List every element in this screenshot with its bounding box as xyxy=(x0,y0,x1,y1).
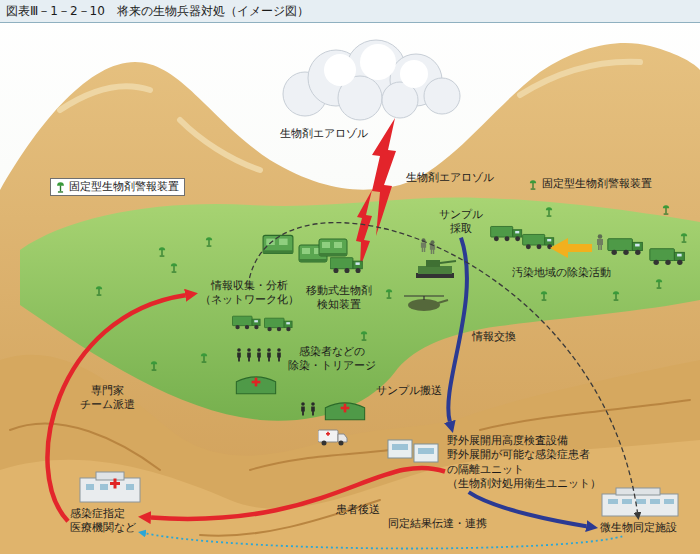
illustration-label: 汚染地域の除染活動 xyxy=(512,266,611,280)
text-segment: 生物剤エアロゾル xyxy=(406,171,494,184)
text-segment: 患者後送 xyxy=(336,503,380,516)
edge-label: 情報交換 xyxy=(472,330,516,344)
legend-box: 固定型生物剤警報装置 xyxy=(50,178,185,196)
text-segment: 固定型生物剤警報装置 xyxy=(542,177,652,190)
illustration-label: 固定型生物剤警報装置 xyxy=(542,177,652,191)
edge-label: 患者後送 xyxy=(336,503,380,517)
text-segment: （生物剤対処用衛生ユニット） xyxy=(447,477,601,490)
lightning-bolt xyxy=(356,190,372,268)
illustration-label: 感染者などの 除染・トリアージ xyxy=(288,345,376,374)
text-segment: サンプル xyxy=(439,208,483,221)
hospital-building xyxy=(80,472,140,502)
ambulance xyxy=(318,430,347,446)
text-segment: 微生物同定施設 xyxy=(600,521,677,534)
text-segment: 図表Ⅲ－1－2－10 将来の生物兵器対処（イメージ図） xyxy=(6,4,309,18)
text-segment: 汚染地域の除染活動 xyxy=(512,266,611,279)
label-text: 固定型生物剤警報装置 xyxy=(542,177,652,191)
place-label-box: 野外展開用高度検査設備野外展開が可能な感染症患者 の隔離ユニット （生物剤対処用… xyxy=(445,433,603,492)
edge-label-text: 同定結果伝達・連携 xyxy=(388,517,487,531)
place-label-box: 微生物同定施設 xyxy=(598,520,679,536)
cloud xyxy=(283,40,460,120)
text-segment: 情報収集・分析 xyxy=(211,279,288,292)
label-text: 生物剤エアロゾル xyxy=(280,127,368,141)
isolation-units xyxy=(388,440,438,462)
node-text: 感染症指定 医療機関など xyxy=(70,507,136,536)
text-segment: 野外展開が可能な感染症患者 xyxy=(447,448,590,461)
helicopter xyxy=(404,296,448,311)
edge-label-text: サンプル搬送 xyxy=(376,384,442,398)
legend-text: 固定型生物剤警報装置 xyxy=(69,180,179,194)
place-label-box: 感染症指定 医療機関など xyxy=(68,506,138,537)
text-segment: （ネットワーク化） xyxy=(200,293,299,306)
text-segment: 固定型生物剤警報装置 xyxy=(69,180,179,193)
ridge-dark xyxy=(10,400,690,536)
edge-label-text: 情報交換 xyxy=(472,330,516,344)
text-segment: サンプル搬送 xyxy=(376,384,442,397)
foreground-hills xyxy=(0,355,700,554)
connector xyxy=(151,468,445,519)
decontamination-vehicles xyxy=(597,234,684,265)
text-segment: 除染・トリアージ xyxy=(288,359,376,372)
node-text: 移動式生物剤 検知装置 xyxy=(306,284,372,313)
microbe-facility-building xyxy=(602,488,678,516)
yellow-arrow xyxy=(550,238,592,258)
mountains xyxy=(0,43,700,554)
text-segment: 生物剤エアロゾル xyxy=(280,127,368,140)
text-segment: の隔離ユニット xyxy=(447,463,524,476)
figure-title: 図表Ⅲ－1－2－10 将来の生物兵器対処（イメージ図） xyxy=(6,4,309,20)
node-text: 微生物同定施設 xyxy=(600,521,677,535)
title-bar xyxy=(0,0,700,22)
detection-vehicles xyxy=(263,235,362,273)
edge-label: 専門家 チーム派遣 xyxy=(80,384,135,413)
edge-label-text: 患者後送 xyxy=(336,503,380,517)
connector xyxy=(47,295,185,521)
label-text: 感染者などの 除染・トリアージ xyxy=(288,345,376,374)
text-segment: 検知装置 xyxy=(317,298,361,311)
node-text: 情報収集・分析 （ネットワーク化） xyxy=(200,279,299,308)
sampling-vehicles xyxy=(491,226,554,249)
cloud-highlight xyxy=(324,44,428,88)
connector xyxy=(146,534,622,549)
connector xyxy=(448,238,467,422)
place-label-box: サンプル 採取 xyxy=(437,207,485,238)
fixed-sensors xyxy=(96,180,687,371)
sensor-symbol xyxy=(57,182,64,192)
place-label-box: 情報収集・分析 （ネットワーク化） xyxy=(198,278,301,309)
text-segment: 採取 xyxy=(450,222,472,235)
figure-title-box: 図表Ⅲ－1－2－10 将来の生物兵器対処（イメージ図） xyxy=(6,4,309,20)
lightning-bolt xyxy=(372,118,396,236)
text-segment: 同定結果伝達・連携 xyxy=(388,517,487,530)
tents xyxy=(236,377,364,420)
node-text: 野外展開が可能な感染症患者 の隔離ユニット （生物剤対処用衛生ユニット） xyxy=(447,448,601,491)
illustration-label: 生物剤エアロゾル xyxy=(406,171,494,185)
title-rule xyxy=(0,22,700,23)
illustration-label: 生物剤エアロゾル xyxy=(280,127,368,141)
legend-sensor-icon xyxy=(56,181,65,193)
text-segment: 感染者などの xyxy=(299,345,365,358)
text-segment: 感染症指定 xyxy=(70,507,125,520)
text-segment: 情報交換 xyxy=(472,330,516,343)
edge-label: サンプル搬送 xyxy=(376,384,442,398)
text-segment: 専門家 xyxy=(91,384,124,397)
node-text: サンプル 採取 xyxy=(439,208,483,237)
people xyxy=(237,348,315,415)
edge-label: 同定結果伝達・連携 xyxy=(388,517,487,531)
foreground-hills-light xyxy=(0,440,700,554)
label-text: 汚染地域の除染活動 xyxy=(512,266,611,280)
text-segment: チーム派遣 xyxy=(80,398,135,411)
text-segment: 医療機関など xyxy=(70,521,136,534)
tank xyxy=(416,260,456,278)
place-label-box: 移動式生物剤 検知装置 xyxy=(304,283,374,314)
ridge-light xyxy=(60,62,640,170)
text-segment: 野外展開用高度検査設備 xyxy=(447,434,568,447)
label-text: 生物剤エアロゾル xyxy=(406,171,494,185)
edge-label-text: 専門家 チーム派遣 xyxy=(80,384,135,413)
text-segment: 移動式生物剤 xyxy=(306,284,372,297)
network-vehicles xyxy=(232,316,292,331)
node-text: 野外展開用高度検査設備 xyxy=(447,434,568,448)
